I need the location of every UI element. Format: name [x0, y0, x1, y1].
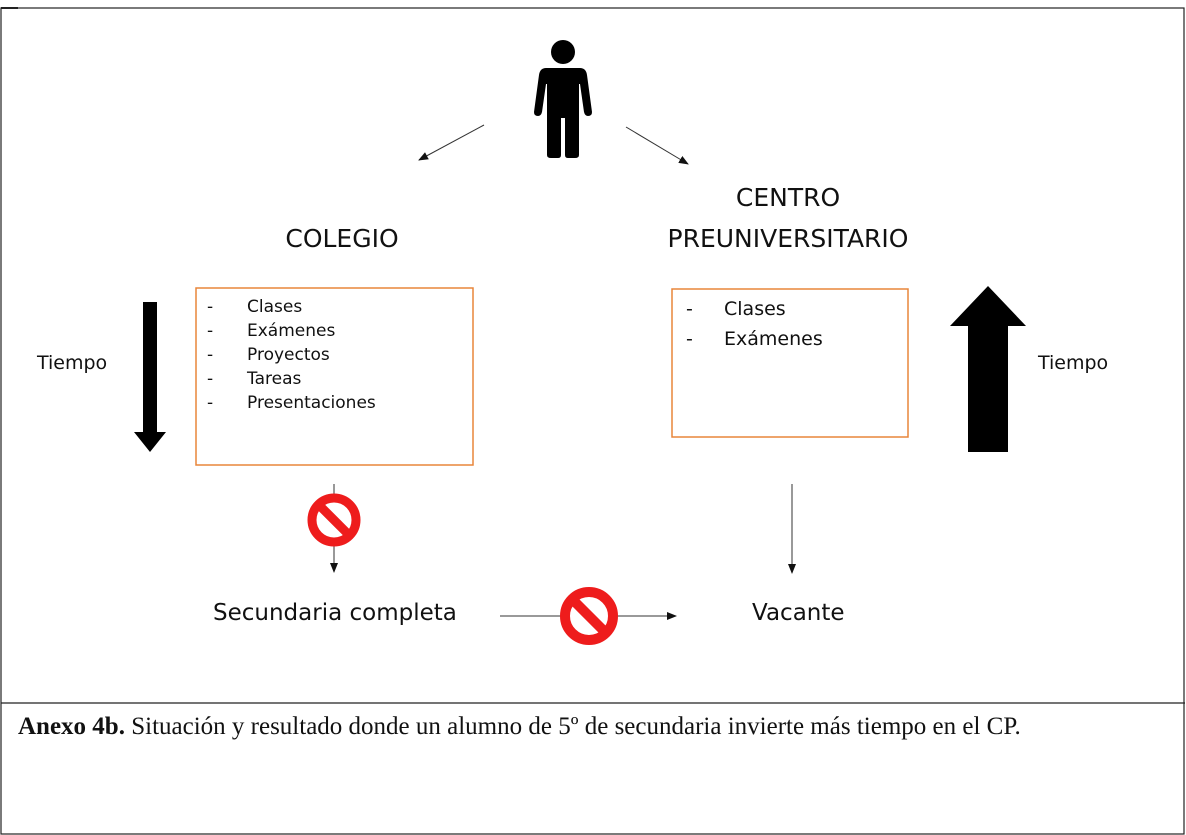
- colegio-title: COLEGIO: [285, 224, 399, 253]
- secundaria-completa-label: Secundaria completa: [213, 600, 457, 626]
- list-item: -Clases: [686, 298, 786, 320]
- centro-title-line2: PREUNIVERSITARIO: [667, 224, 909, 253]
- list-item: -Exámenes: [686, 328, 823, 350]
- figure-caption: Anexo 4b. Situación y resultado donde un…: [18, 705, 1168, 749]
- prohibited-icon: [307, 493, 361, 547]
- centro-box: [671, 288, 909, 438]
- vacante-label: Vacante: [752, 600, 845, 626]
- caption-label: Anexo 4b.: [18, 713, 125, 740]
- list-item: -Presentaciones: [207, 393, 376, 413]
- colegio-activity-list: -Clases -Exámenes -Proyectos -Tareas -Pr…: [207, 297, 467, 417]
- centro-title-line1: CENTRO: [735, 183, 841, 212]
- person-icon: [534, 40, 592, 158]
- arrow-up-thick-icon: [950, 286, 1026, 452]
- list-item: -Clases: [207, 297, 303, 317]
- outer-border: [0, 7, 1185, 835]
- arrow-down-thick-icon: [134, 302, 166, 452]
- arrow-to-colegio: [418, 124, 485, 161]
- list-item: -Exámenes: [207, 321, 336, 341]
- list-item: -Proyectos: [207, 345, 330, 365]
- tiempo-label-right: Tiempo: [1038, 352, 1109, 374]
- caption-text: Situación y resultado donde un alumno de…: [124, 713, 1021, 740]
- prohibited-icon: [560, 587, 618, 645]
- list-item: -Tareas: [207, 369, 302, 389]
- tiempo-label-left: Tiempo: [37, 352, 108, 374]
- centro-activity-list: -Clases -Exámenes: [686, 298, 896, 358]
- colegio-box: [195, 287, 474, 466]
- arrow-to-centro: [625, 126, 689, 165]
